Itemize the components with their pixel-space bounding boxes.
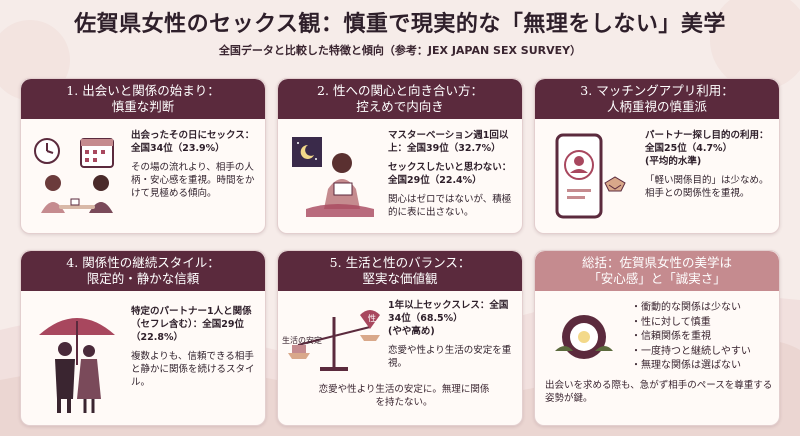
scale-right-label: 性: [368, 314, 376, 323]
summary-item: ・性に対して慎重: [631, 316, 711, 328]
summary-card: 総括：佐賀県女性の美学は 「安心感」と「誠実さ」 ・衝動的な関係は少ない ・性に…: [534, 250, 780, 426]
summary-foot: 出会いを求める際も、急がず相手のペースを尊重する姿勢が鍵。: [545, 380, 773, 404]
card-1-encounters: 1. 出会いと関係の始まり： 慎重な判断 出会ったその日にセックス：全国34位（…: [20, 78, 266, 234]
card-5-stat: 1年以上セックスレス：全国34位（68.5%）(やや高め): [388, 300, 509, 337]
card-4-relationship-style: 4. 関係性の継続スタイル： 限定的・静かな信頼 特定のパートナー1人と関係（セ…: [20, 250, 266, 426]
card-1-desc: その場の流れより、相手の人柄・安心感を重視。時間をかけて見極める傾向。: [131, 162, 255, 199]
card-5-stat-note: (やや高め): [388, 326, 435, 337]
card-1-stat: 出会ったその日にセックス：全国34位（23.9%）: [131, 130, 255, 154]
summary-list: ・衝動的な関係は少ない ・性に対して慎重 ・信頼関係を重視 ・一度持つと継続しや…: [631, 301, 777, 374]
page-title: 佐賀県女性のセックス観：慎重で現実的な「無理をしない」美学: [74, 11, 726, 37]
card-2-heading: 2. 性への関心と向き合い方： 控えめで内向き: [278, 79, 522, 119]
summary-item: ・衝動的な関係は少ない: [631, 302, 741, 313]
card-2-stat-1: マスターベーション週1回以上：全国39位（32.7%）: [388, 130, 509, 154]
summary-heading: 総括：佐賀県女性の美学は 「安心感」と「誠実さ」: [535, 251, 779, 291]
couple-umbrella-icon: [39, 318, 115, 413]
card-3-desc: 「軽い関係目的」は少なめ。相手との関係性を重視。: [645, 175, 769, 199]
card-3-matching-apps: 3. マッチングアプリ利用： 人柄重視の慎重派 パートナー探し目的の利用：全国2…: [534, 78, 780, 234]
card-3-stat-note: (平均的水準): [645, 156, 702, 167]
woman-reading-icon: [292, 137, 374, 217]
summary-item: ・信頼関係を重視: [631, 331, 711, 342]
card-5-desc: 恋愛や性より生活の安定を重視。: [388, 345, 512, 369]
card-2-stat-2: セックスしたいと思わない：全国29位（22.4%）: [388, 162, 512, 186]
summary-item: ・無理な関係は選ばない: [631, 360, 741, 371]
card-5-life-balance: 5. 生活と性のバランス： 堅実な価値観 生活の安定 性 1年以上セックスレス：…: [277, 250, 523, 426]
summary-item: ・一度持つと継続しやすい: [631, 345, 751, 357]
cafe-date-icon: [34, 138, 114, 213]
page-subtitle: 全国データと比較した特徴と傾向（参考：JEX JAPAN SEX SURVEY）: [218, 44, 582, 57]
scale-left-label: 生活の安定: [282, 336, 322, 345]
card-4-stat: 特定のパートナー1人と関係（セフレ含む）：全国29位（22.8%）: [131, 306, 252, 343]
balance-scale-icon: [288, 310, 380, 371]
card-4-heading: 4. 関係性の継続スタイル： 限定的・静かな信頼: [21, 251, 265, 291]
card-2-desc: 関心はゼロではないが、積極的に表に出さない。: [388, 194, 512, 218]
smartphone-profile-icon: [555, 133, 626, 219]
card-4-desc: 複数よりも、信頼できる相手と静かに関係を続けるスタイル。: [131, 351, 255, 388]
card-3-stat: パートナー探し目的の利用：全国25位（4.7%）(平均的水準): [645, 130, 769, 167]
card-3-heading: 3. マッチングアプリ利用： 人柄重視の慎重派: [535, 79, 779, 119]
camellia-flower-icon: [555, 315, 613, 359]
card-5-foot: 恋愛や性より生活の安定に。無理に関係を持たない。: [318, 384, 490, 408]
header: 佐賀県女性のセックス観：慎重で現実的な「無理をしない」美学 全国データと比較した…: [0, 6, 800, 58]
card-1-heading: 1. 出会いと関係の始まり： 慎重な判断: [21, 79, 265, 119]
card-2-interest: 2. 性への関心と向き合い方： 控えめで内向き マスターベーション週1回以上：全…: [277, 78, 523, 234]
card-5-heading: 5. 生活と性のバランス： 堅実な価値観: [278, 251, 522, 291]
